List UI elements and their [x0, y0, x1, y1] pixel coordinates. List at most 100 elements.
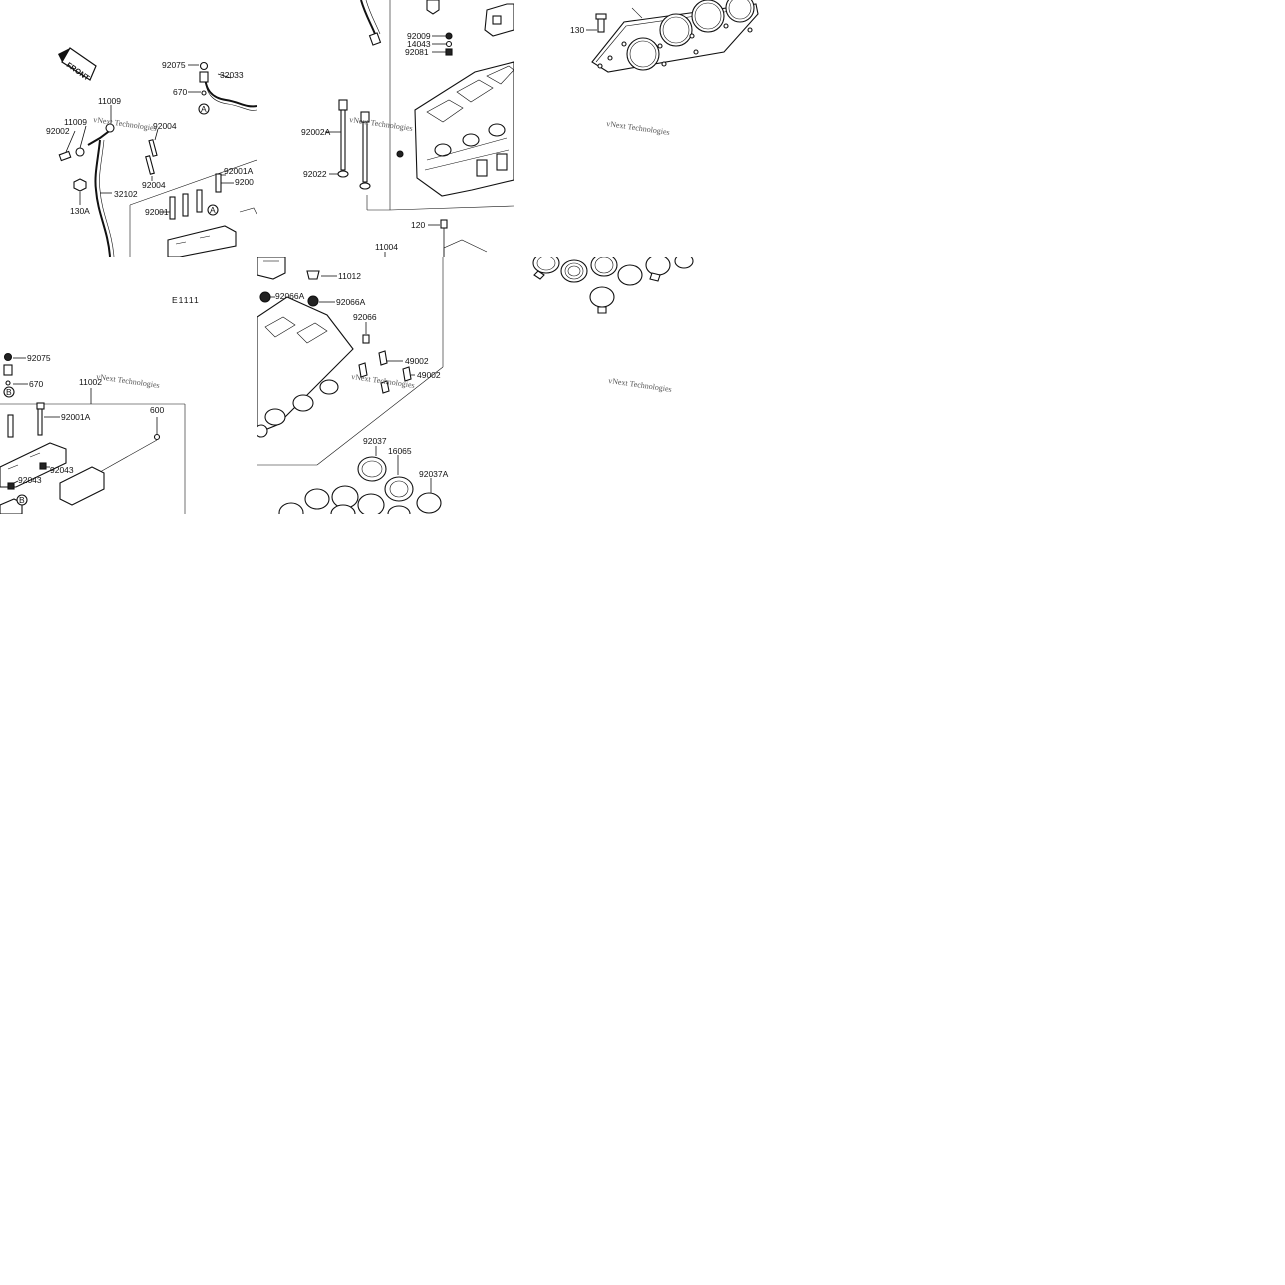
- plug-92081-icon: [445, 48, 453, 56]
- plug-11012-icon: [306, 270, 320, 280]
- carburetor-holders-icon: [278, 456, 442, 514]
- clamps-icon: [532, 257, 694, 314]
- bolt-head-92002A-icon: [338, 99, 348, 111]
- part-92001-right-label: 9200: [235, 177, 254, 187]
- bolt-92001A-icon: [215, 173, 222, 193]
- mark-a1-label: A: [201, 104, 207, 114]
- washer-14043-icon: [445, 40, 453, 48]
- mark-b2-circle: [16, 494, 28, 506]
- mark-b2-label: B: [19, 495, 25, 505]
- washer-11009-icon: [75, 147, 85, 157]
- nut-130A-icon: [73, 178, 87, 192]
- diagram-tile-camshaft-caps: E1111 B 92075 670 11002 92001A 600 92043…: [0, 257, 257, 514]
- washer-92075-icon: [199, 61, 209, 71]
- cylinder-head-icon: [396, 61, 514, 197]
- part-92075-label: 92075: [162, 60, 186, 70]
- cylinder-head-lower-icon: [257, 257, 354, 438]
- mark-a2-circle: [207, 204, 219, 216]
- seal-92066A-icon: [259, 291, 271, 303]
- bolt-92001A-icon: [37, 408, 43, 436]
- watermark-text: vNext Technologies: [606, 119, 671, 137]
- stud-92004a-icon: [148, 139, 158, 157]
- head-holders-drawing: 11012 92066A 92066A 92066 49002 49002 92…: [257, 257, 449, 514]
- part-670-label: 670: [29, 379, 43, 389]
- diagram-tile-head-holders: 11012 92066A 92066A 92066 49002 49002 92…: [257, 257, 514, 514]
- camshaft-caps-drawing: E1111 B 92075 670 11002 92001A 600 92043…: [0, 295, 200, 514]
- mark-b1-circle: [3, 386, 15, 398]
- part-92001A-label: 92001A: [61, 412, 91, 422]
- part-92043-left-label: 92043: [18, 475, 42, 485]
- dowel-92043-icon: [39, 462, 47, 470]
- head-gasket-drawing: 130 vNext Technologies: [570, 0, 759, 137]
- seal-92066-icon: [362, 334, 370, 344]
- oring-670-icon: [5, 380, 11, 386]
- part-92075-label: 92075: [27, 353, 51, 363]
- bolt-92001A-head-icon: [36, 402, 45, 410]
- part-11004-label: 11004: [375, 242, 398, 252]
- bolt-130-icon: [597, 17, 605, 33]
- part-92004-top-label: 92004: [153, 121, 177, 131]
- washer-92022-icon: [337, 170, 349, 178]
- watermark-text: vNext Technologies: [349, 115, 414, 133]
- part-92001-label: 92001: [145, 207, 169, 217]
- part-92066A-label: 92066A: [336, 297, 366, 307]
- part-32033-label: 32033: [220, 70, 244, 80]
- part-11002-label: 11002: [79, 377, 102, 387]
- camshaft-cap-icon: [167, 225, 237, 257]
- part-600-label: 600: [150, 405, 164, 415]
- part-130A-label: 130A: [70, 206, 90, 216]
- watermark-text: vNext Technologies: [608, 376, 673, 394]
- watermark-text: vNext Technologies: [96, 372, 161, 390]
- part-92066-label: 92066: [353, 312, 377, 322]
- stud-92004b-icon: [145, 155, 155, 175]
- part-92043-label: 92043: [50, 465, 74, 475]
- banjo-11009-icon: [105, 123, 115, 133]
- diagram-tile-clamps: vNext Technologies: [514, 257, 771, 514]
- clamps-drawing: vNext Technologies: [532, 257, 694, 394]
- part-14043-label: 14043: [407, 39, 431, 49]
- part-11009-top-label: 11009: [98, 96, 121, 106]
- part-11009-label: 11009: [64, 117, 87, 127]
- bolt-92001-icon: [169, 196, 176, 220]
- valve-49002-icon: [378, 350, 388, 366]
- part-16065-label: 16065: [388, 446, 412, 456]
- part-92066A-left-label: 92066A: [275, 291, 305, 301]
- mark-a2-label: A: [210, 205, 216, 215]
- diagram-code-label: E1111: [172, 295, 200, 305]
- watermark-text: vNext Technologies: [93, 115, 158, 133]
- camshaft-cap-icon: [0, 442, 105, 514]
- part-670-label: 670: [173, 87, 187, 97]
- part-49002-label: 49002: [405, 356, 429, 366]
- cylinder-head-drawing: 92009 14043 92081 92002A 92022 120 11004…: [301, 0, 514, 257]
- diagram-tile-oil-pipe: FRONT A 92075 32033 670 11009 11009 9200…: [0, 0, 257, 257]
- part-32102-label: 32102: [114, 189, 138, 199]
- part-92002-label: 92002: [46, 126, 70, 136]
- part-11012-label: 11012: [338, 271, 361, 281]
- part-130-label: 130: [570, 25, 584, 35]
- diagram-tile-cylinder-head: 92009 14043 92081 92002A 92022 120 11004…: [257, 0, 514, 257]
- mark-a1-circle: [198, 103, 210, 115]
- bolt-120-icon: [440, 219, 448, 229]
- diagram-tile-head-gasket: 130 vNext Technologies: [514, 0, 771, 257]
- bolt-92002A-icon: [340, 109, 346, 171]
- part-92022-label: 92022: [303, 169, 327, 179]
- bolt-92001b-icon: [182, 193, 189, 217]
- part-92009-label: 92009: [407, 31, 431, 41]
- part-92004-label: 92004: [142, 180, 166, 190]
- part-120-label: 120: [411, 220, 425, 230]
- oring-670-icon: [201, 90, 207, 96]
- bolt-92001c-icon: [196, 189, 203, 213]
- banjo-bolt-icon: [3, 364, 13, 376]
- part-92037A-label: 92037A: [419, 469, 449, 479]
- front-arrow-icon: FRONT: [58, 47, 97, 83]
- part-92001A-label: 92001A: [224, 166, 254, 176]
- part-92002A-label: 92002A: [301, 127, 331, 137]
- mark-b1-label: B: [6, 387, 12, 397]
- cap-nut-92009-icon: [445, 32, 453, 40]
- banjo-bolt-icon: [199, 71, 209, 83]
- part-92037-label: 92037: [363, 436, 387, 446]
- pin-600-icon: [153, 433, 161, 441]
- oil-pipe-drawing: FRONT A 92075 32033 670 11009 11009 9200…: [46, 47, 257, 257]
- part-92081-label: 92081: [405, 47, 429, 57]
- part-49002-lower-label: 49002: [417, 370, 441, 380]
